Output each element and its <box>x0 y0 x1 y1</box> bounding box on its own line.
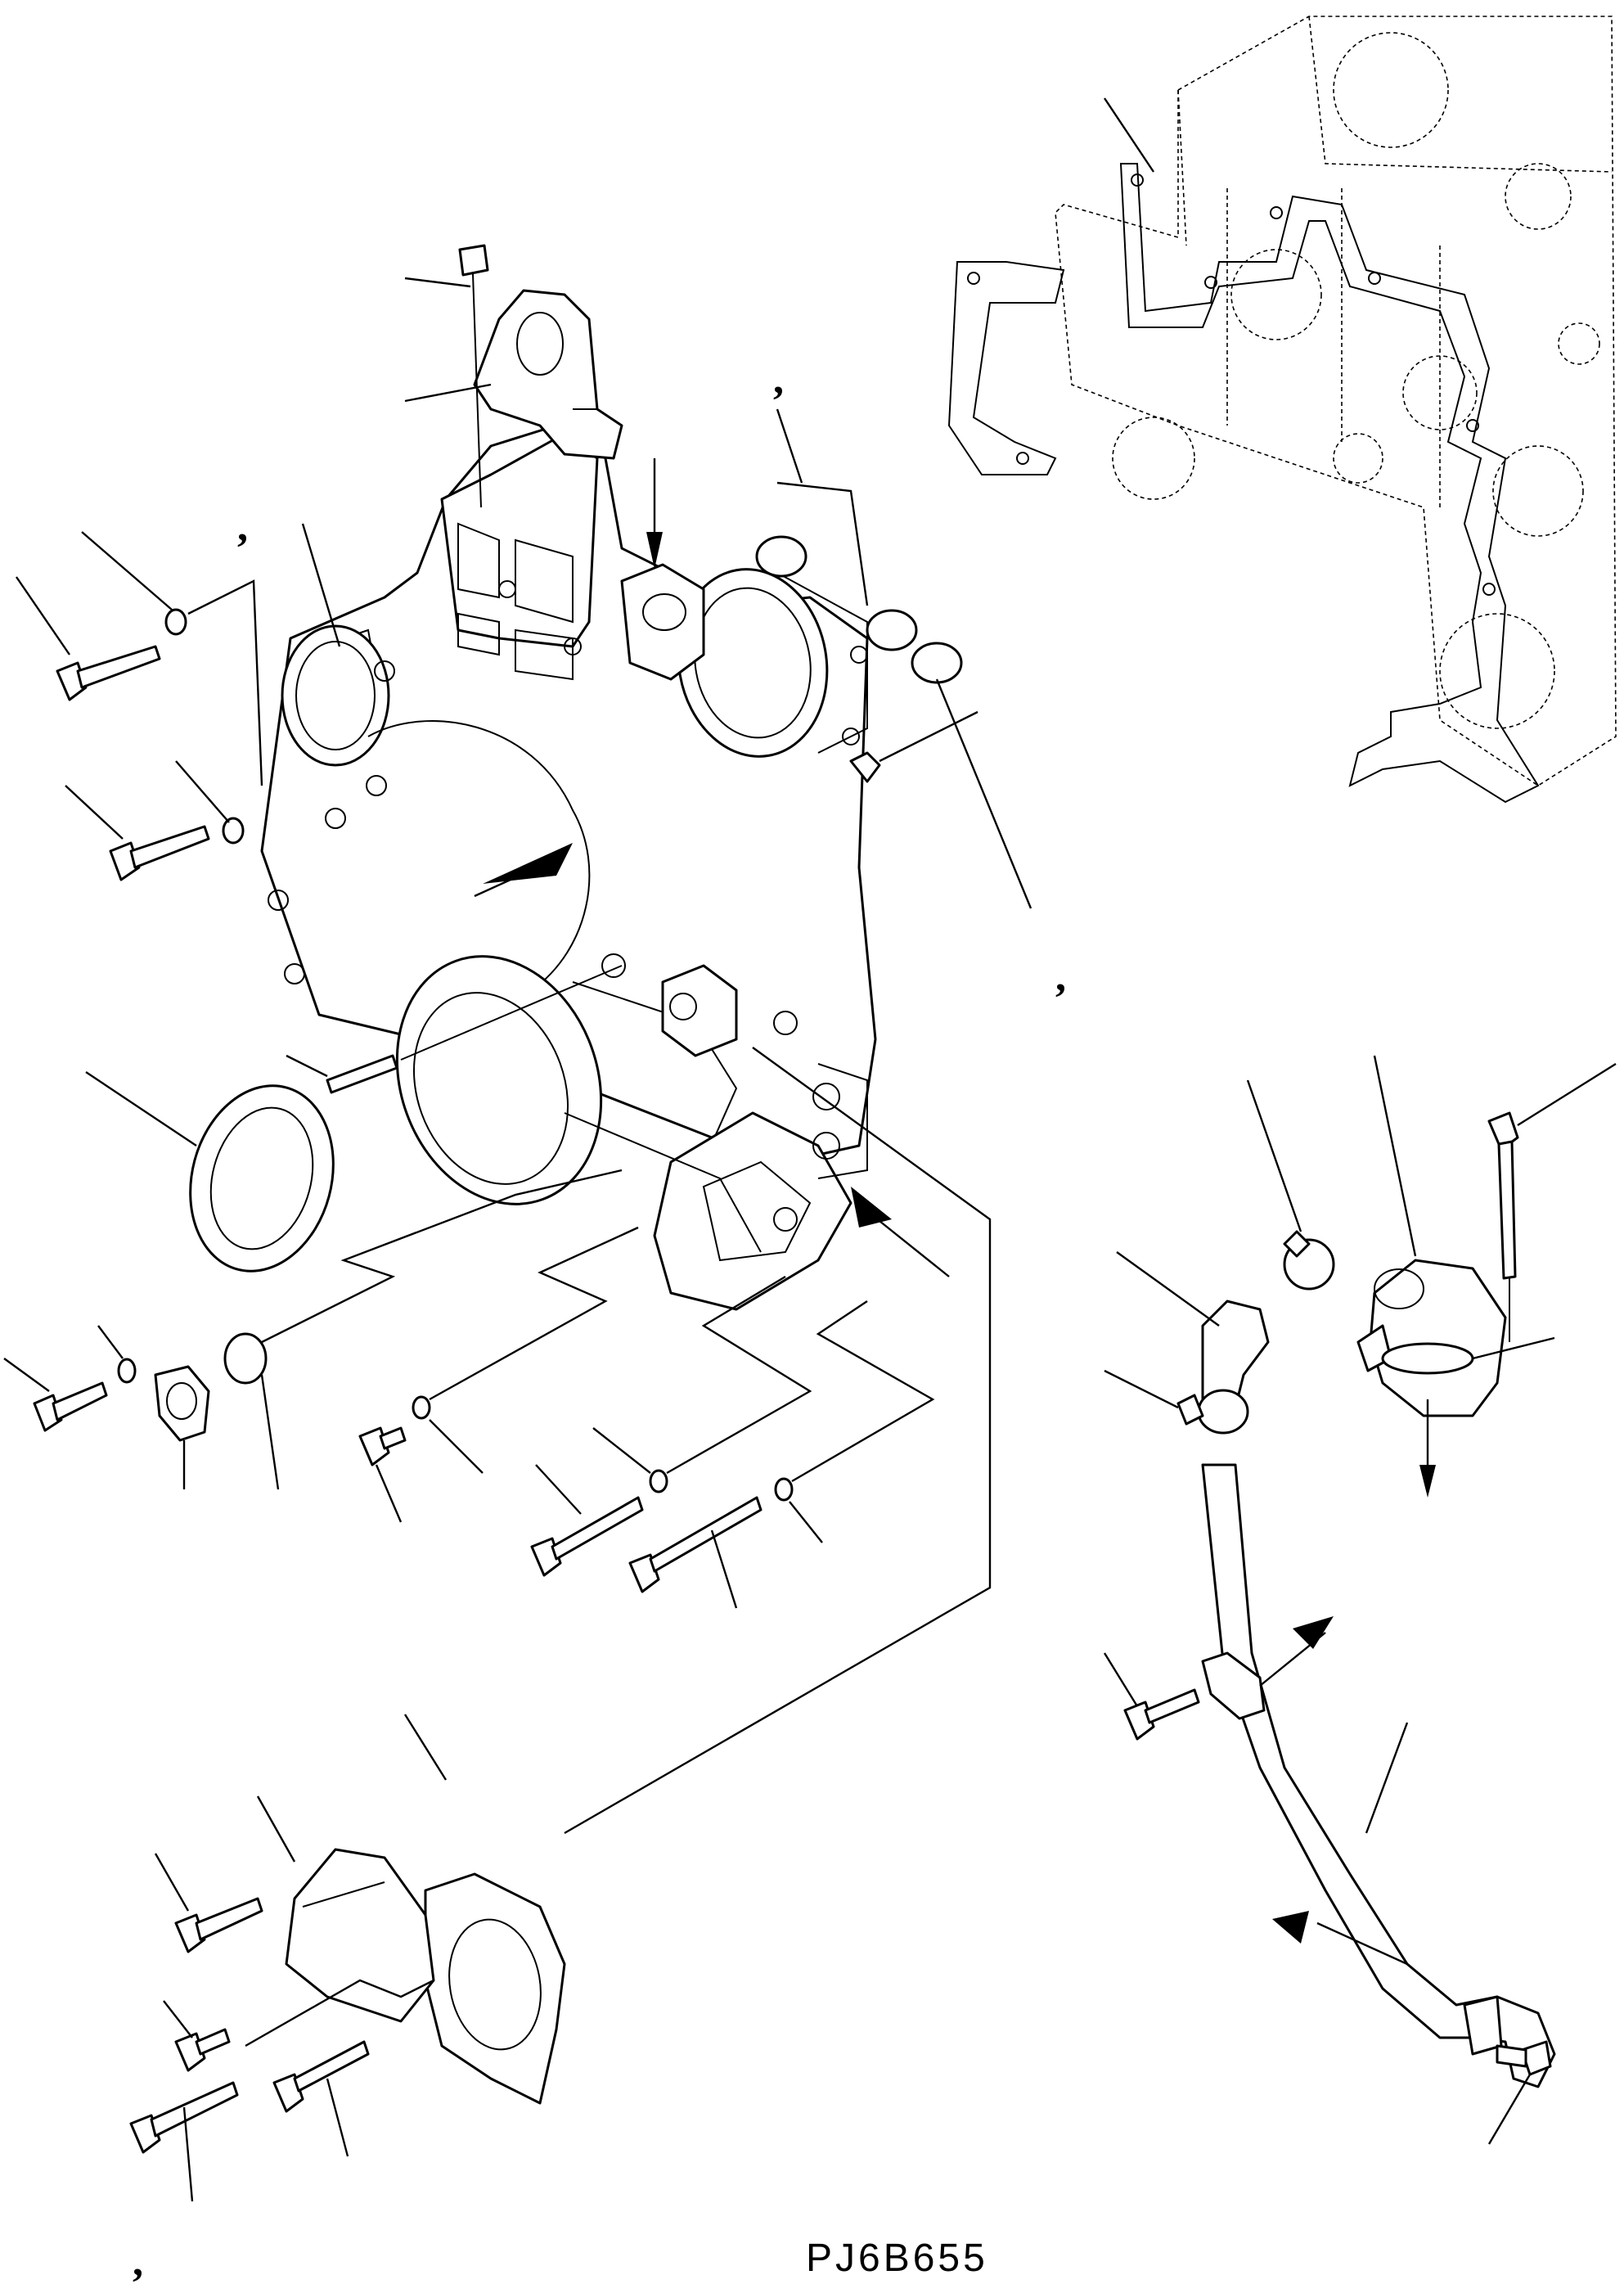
bolt-right-top <box>1487 1111 1519 1280</box>
leader-bolt-pipe-2 <box>1487 2074 1532 2145</box>
thermostat-housing <box>1356 1259 1507 1417</box>
leader-long <box>564 1047 992 1835</box>
leader-bolt-bottom-1 <box>154 1853 190 1912</box>
leader-plugs <box>776 481 869 606</box>
leader-bolt-3 <box>3 1358 50 1392</box>
washer-1 <box>164 608 187 636</box>
leader-bolt-bottom-3 <box>182 2106 194 2202</box>
leader-bracket <box>404 383 492 403</box>
comma-mark-2: , <box>773 356 784 403</box>
leader-bolt-bottom-4 <box>326 2078 349 2157</box>
bolt-bottom-4 <box>272 2040 370 2113</box>
leader-bolt-right-top <box>1517 1062 1617 1127</box>
leader-clamp-1 <box>1246 1079 1302 1232</box>
comma-mark-1: , <box>237 503 248 550</box>
leader-pin <box>286 1054 328 1078</box>
front-cover <box>260 424 877 1311</box>
bolt-pipe-2 <box>1496 2040 1552 2076</box>
expansion-plug <box>755 535 963 684</box>
arrow-in-2 <box>851 1187 892 1228</box>
leader-cover-group <box>261 1169 623 1344</box>
leader-front-cover <box>301 523 341 647</box>
leader-plugs-ref <box>776 408 803 484</box>
leader-seal <box>85 1071 197 1147</box>
washer-5 <box>649 1469 668 1493</box>
leader-pipe-arrow-2 <box>1316 1921 1408 1966</box>
bolt-mid-1 <box>358 1426 407 1466</box>
leader-pipe <box>1365 1722 1409 1834</box>
leader-washer-3 <box>97 1325 124 1359</box>
leader-elbow <box>1116 1251 1220 1327</box>
leader-plug-3 <box>935 678 1032 909</box>
leader-gasket-bottom <box>403 1714 448 1781</box>
water-outlet <box>620 563 705 681</box>
leader-washer-6 <box>789 1501 823 1543</box>
bolt-mid-3 <box>628 1496 763 1593</box>
leader-bolt-2 <box>65 785 124 840</box>
leader-cover-plate <box>256 1795 296 1863</box>
elbow-hose <box>1201 1300 1270 1409</box>
bracket-bolt <box>458 244 489 508</box>
bolt-mid-2 <box>530 1496 644 1577</box>
leader-washer-4 <box>429 1419 484 1474</box>
leader-bolt-top <box>404 277 471 288</box>
leader-o-ring-right <box>1472 1336 1555 1360</box>
leader-mid-group-1 <box>429 1226 639 1401</box>
arrow-in-1 <box>483 843 573 884</box>
comma-mark-3: , <box>1055 953 1066 1000</box>
cover-plate-bottom <box>285 1848 435 2023</box>
leader-bolt-group <box>187 579 263 786</box>
leader-clamp-2 <box>1104 1369 1179 1409</box>
leader-gasket <box>1104 97 1154 173</box>
arrow-up-right <box>1293 1616 1334 1649</box>
o-ring-right <box>1381 1342 1474 1375</box>
leader-thermostat-housing <box>1373 1055 1417 1257</box>
front-cover-gasket <box>947 163 1540 804</box>
leader-bolt-bottom-2 <box>163 2000 193 2038</box>
dowel-pin <box>326 1054 398 1094</box>
bolt-left-3 <box>33 1381 108 1432</box>
arrow-down <box>646 532 663 569</box>
lifting-bracket <box>473 289 623 460</box>
cover-gasket-bottom <box>424 1872 566 2105</box>
leader-washer-2 <box>175 760 230 823</box>
leader-washer-1 <box>81 531 173 610</box>
leader-small-plug <box>879 710 978 763</box>
bolt-bottom-1 <box>174 1897 263 1953</box>
leader-cover-bolts <box>245 1979 434 2047</box>
leader-bolt-mid-3 <box>710 1529 738 1609</box>
leader-mid-group-2 <box>666 1275 812 1475</box>
leader-mid-group-3 <box>791 1300 935 1483</box>
small-plug <box>849 751 881 783</box>
leader-o-ring <box>260 1374 280 1490</box>
bolt-left-1 <box>56 645 161 701</box>
hose-clamp-2 <box>1176 1389 1249 1435</box>
o-ring-small <box>223 1332 268 1385</box>
drawing-reference-code: PJ6B655 <box>806 2237 988 2280</box>
leader-washer-5 <box>592 1427 651 1474</box>
washer-2 <box>222 817 245 845</box>
leader-bolt-pipe-1 <box>1103 1652 1139 1707</box>
engine-block-outline <box>1055 16 1617 786</box>
water-pipe <box>1201 1463 1556 2088</box>
arrow-left <box>1272 1911 1309 1944</box>
leader-bolt-1 <box>16 576 70 655</box>
oil-seal <box>189 1084 335 1273</box>
washer-3 <box>117 1358 137 1384</box>
bolt-left-2 <box>109 825 210 881</box>
bolt-bottom-3 <box>129 2081 239 2154</box>
small-flange-cover <box>154 1365 210 1442</box>
washer-6 <box>774 1477 794 1502</box>
leader-bolt-mid-1 <box>375 1464 403 1523</box>
comma-mark-4: , <box>133 2238 143 2284</box>
arrow-down-right <box>1419 1465 1436 1498</box>
leader-bolt-mid-2 <box>535 1464 582 1515</box>
bolt-pipe-1 <box>1123 1688 1200 1741</box>
washer-4 <box>412 1395 431 1420</box>
bolt-bottom-2 <box>174 2028 231 2072</box>
hose-clamp-1 <box>1283 1230 1335 1291</box>
